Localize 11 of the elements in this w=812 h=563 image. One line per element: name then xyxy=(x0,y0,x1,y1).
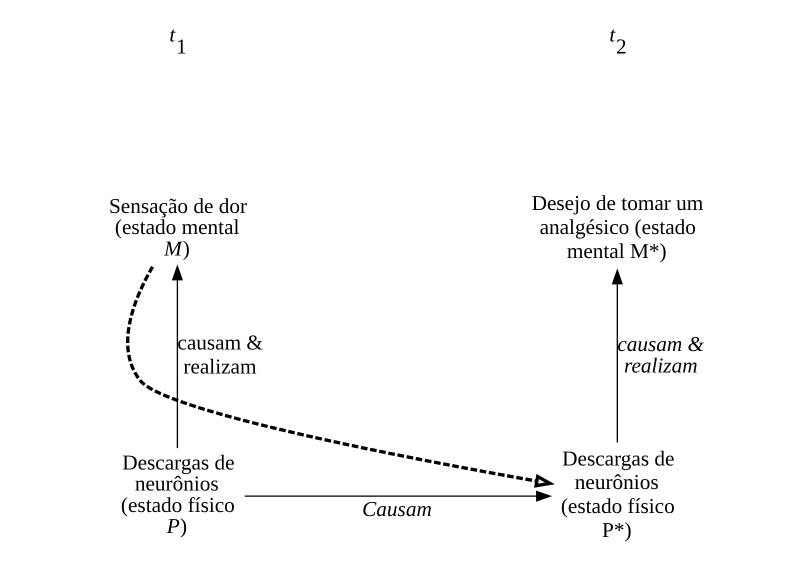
edge-label: Causam xyxy=(362,496,432,521)
arrow xyxy=(612,268,623,443)
node-text: Desejo de tomar um analgésico (estado mental M*) xyxy=(532,191,704,263)
edge-label: causam & realizam xyxy=(617,332,704,378)
arrow xyxy=(172,264,183,448)
edge-label: causam & realizam xyxy=(177,330,263,379)
node-text: Descargas de neurônios (estado físico P*) xyxy=(560,446,675,542)
node-text: Sensação de dor (estado mental M) xyxy=(108,194,248,260)
arrow xyxy=(126,266,555,488)
arrow xyxy=(244,490,552,502)
node-text: Descargas de neurônios (estado físico P) xyxy=(120,450,235,538)
